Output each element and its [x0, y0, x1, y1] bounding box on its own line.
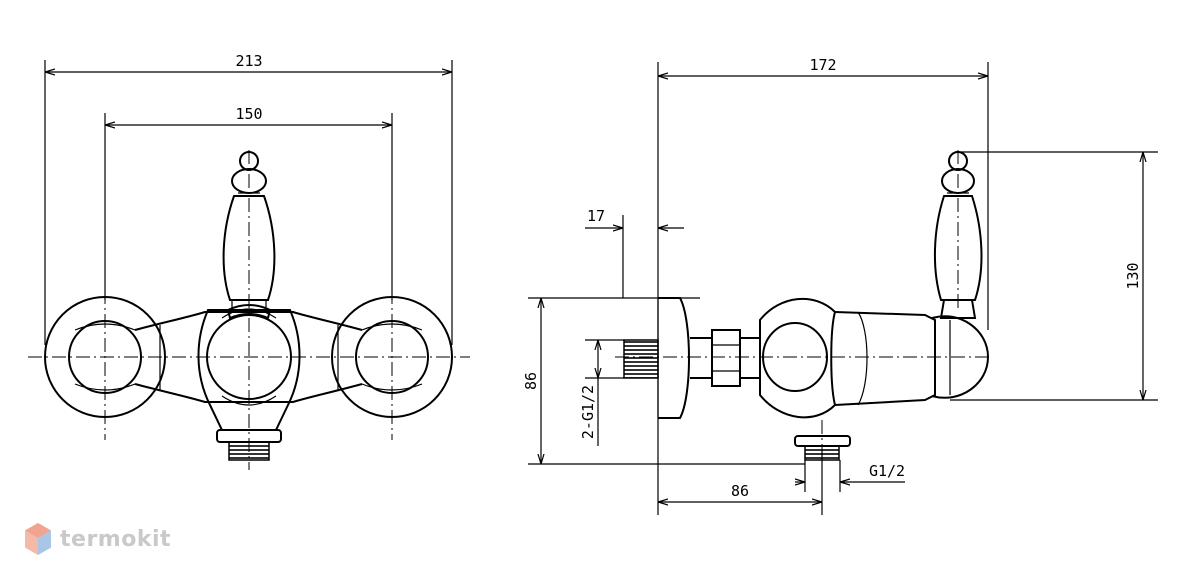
front-lever-handle [222, 151, 276, 320]
side-view: 172 17 130 86 2-G1/2 86 G1/2 [522, 56, 1158, 515]
side-outlet [794, 435, 851, 461]
side-connector-nut [690, 329, 760, 387]
dim-body-height-label: 86 [522, 372, 540, 390]
dim-wall-offset-label: 17 [587, 207, 605, 225]
dim-depth-label: 172 [809, 56, 836, 74]
left-wall-flange [44, 296, 166, 418]
outlet-thread-label: G1/2 [869, 462, 905, 480]
front-outlet [216, 429, 282, 461]
dim-overall-width-label: 213 [235, 52, 262, 70]
right-wall-flange [331, 296, 453, 418]
dim-handle-height-label: 130 [1124, 262, 1142, 289]
dim-inlet-spacing-label: 150 [235, 105, 262, 123]
dim-outlet-distance-label: 86 [731, 482, 749, 500]
front-view: 213 150 [28, 52, 470, 470]
watermark-brand-name: termokit [60, 526, 172, 552]
side-wall-flange [657, 297, 690, 419]
side-inlet-connector [623, 339, 659, 379]
termokit-logo-icon [25, 523, 51, 555]
side-lever-handle [933, 151, 983, 319]
inlet-thread-label: 2-G1/2 [579, 385, 597, 439]
watermark: termokit [24, 522, 171, 556]
